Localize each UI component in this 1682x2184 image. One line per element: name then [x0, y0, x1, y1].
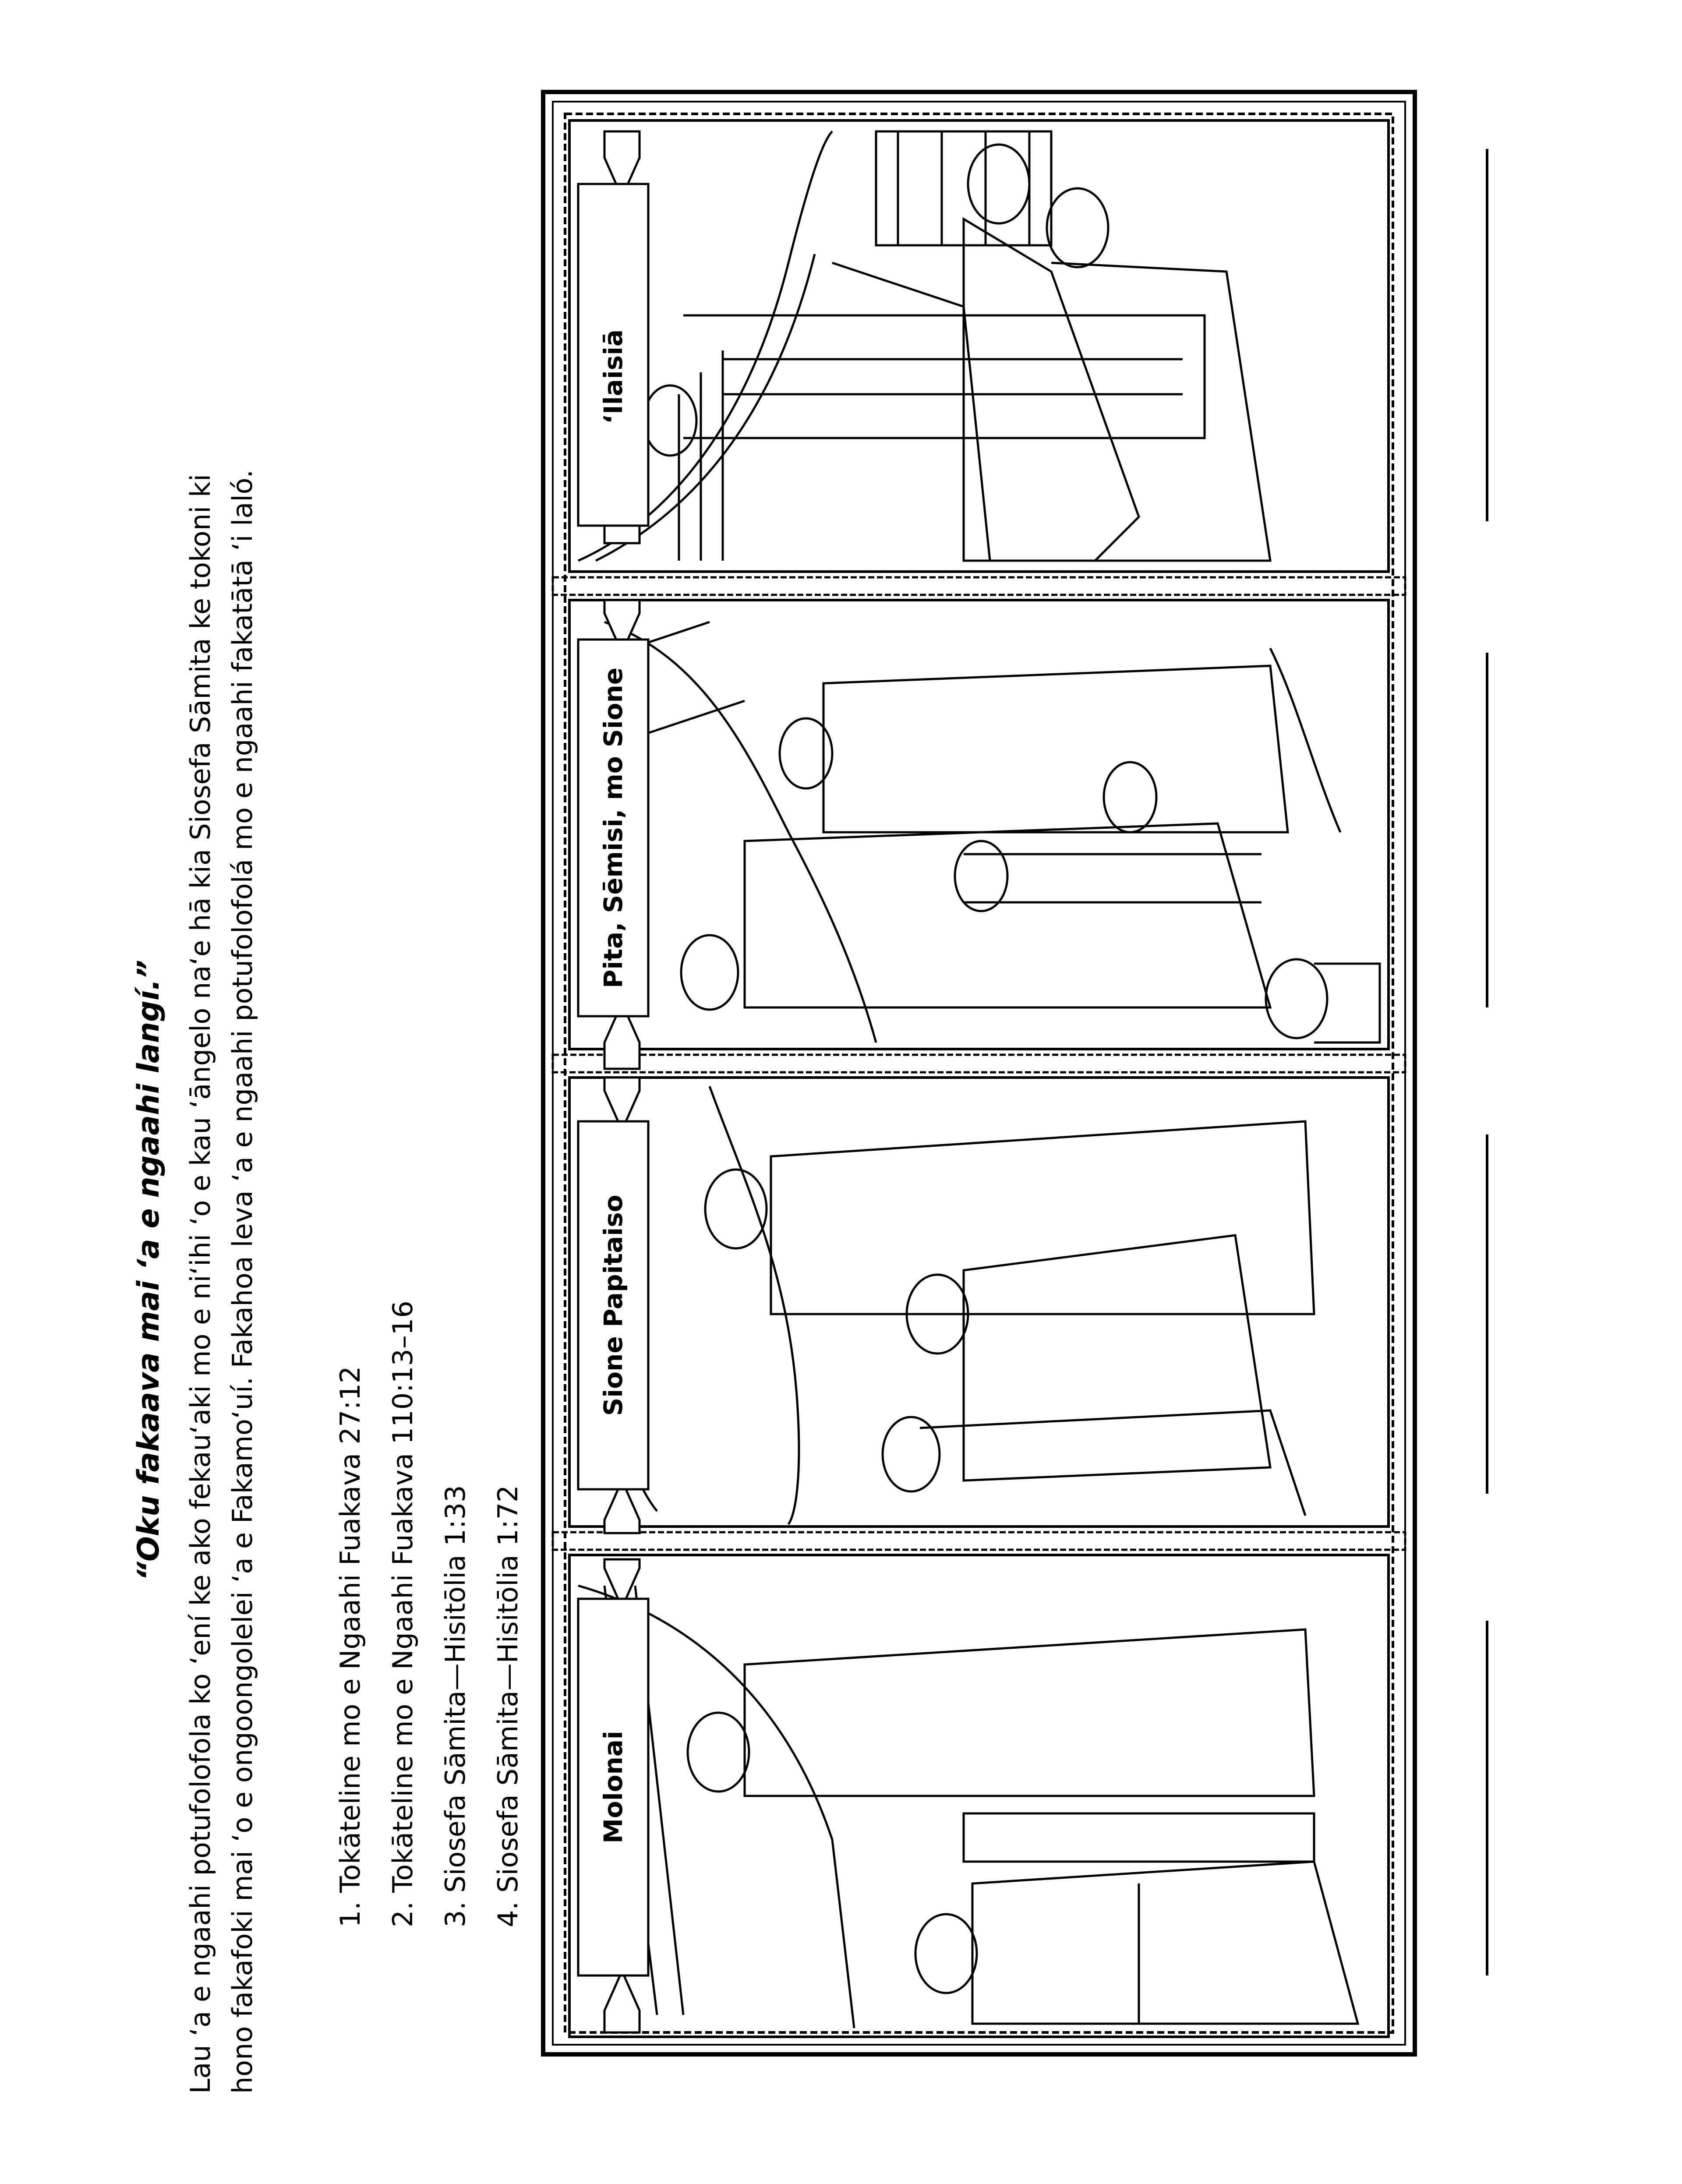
banner-pita-semisi-sione	[577, 599, 650, 1070]
panel-sione-papitaiso	[568, 1076, 1390, 1528]
banner-molonai	[577, 1558, 650, 2034]
banner-label-molonai: Molonai	[598, 1731, 628, 1844]
panel-ilaisia	[568, 119, 1390, 573]
banner-ilaisia	[577, 130, 650, 544]
panel-pita-semisi-sione	[568, 599, 1390, 1050]
panel-dividers	[551, 576, 1406, 1551]
banner-label-pita-semisi-sione: Pita, Sēmisi, mo Sione	[598, 668, 628, 988]
outer-border	[541, 90, 1417, 2057]
banner-sione-papitaiso	[577, 1076, 650, 1534]
banner-label-ilaisia: ‘Ilaisiā	[598, 329, 628, 424]
banner-label-sione-papitaiso: Sione Papitaiso	[598, 1195, 628, 1416]
panel-molonai	[568, 1554, 1390, 2038]
